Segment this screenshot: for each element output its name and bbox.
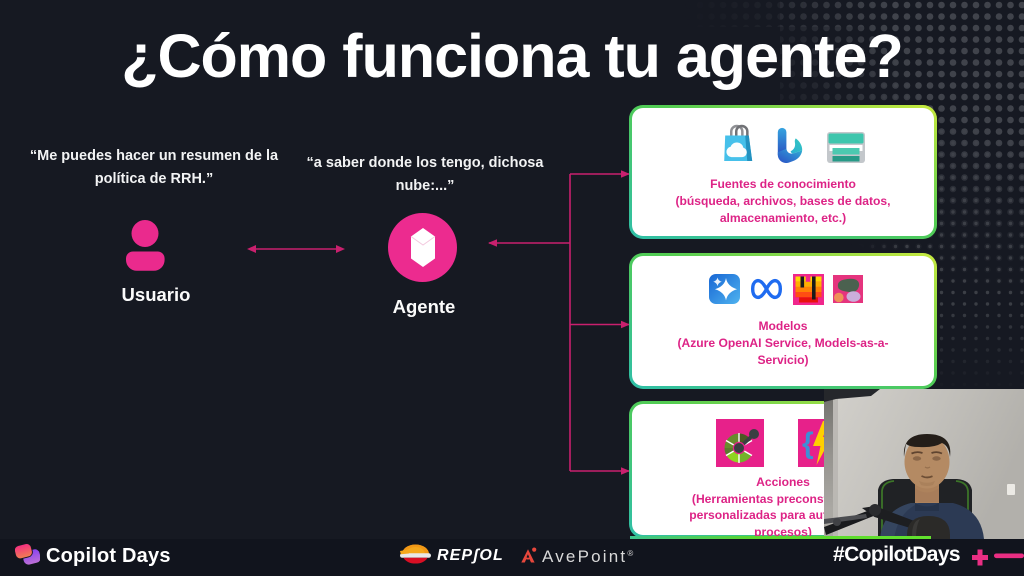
svg-text:{: {	[802, 427, 814, 460]
